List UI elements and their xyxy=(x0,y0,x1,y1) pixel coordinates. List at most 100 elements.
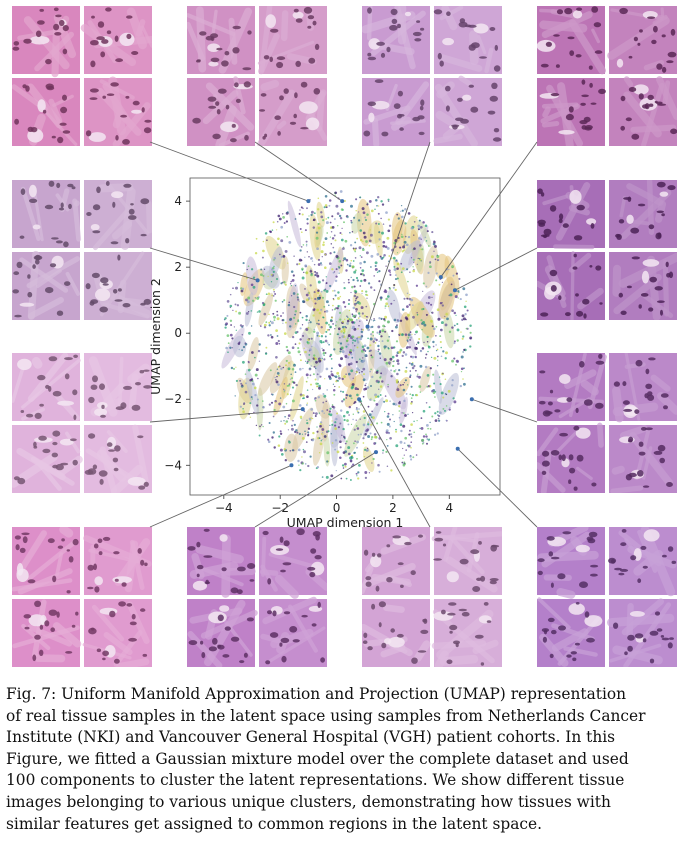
scatter-point xyxy=(328,199,332,202)
scatter-point xyxy=(439,335,442,338)
scatter-point xyxy=(355,276,359,280)
scatter-point xyxy=(426,374,430,377)
scatter-point xyxy=(432,327,436,331)
scatter-point xyxy=(293,381,296,384)
scatter-point xyxy=(409,393,412,396)
scatter-point xyxy=(400,429,403,433)
scatter-point xyxy=(462,351,464,353)
scatter-point xyxy=(369,229,371,231)
scatter-point xyxy=(247,296,251,300)
scatter-point xyxy=(343,282,345,284)
scatter-point xyxy=(435,349,438,352)
tissue-quadrant xyxy=(537,422,605,493)
scatter-point xyxy=(408,429,411,432)
scatter-point xyxy=(366,448,369,452)
scatter-point xyxy=(356,367,359,370)
scatter-point xyxy=(305,293,309,297)
scatter-point xyxy=(287,351,291,355)
scatter-point xyxy=(316,322,318,325)
leader-line xyxy=(254,451,377,528)
scatter-point xyxy=(378,269,381,273)
scatter-point xyxy=(226,300,230,303)
scatter-point xyxy=(321,279,325,282)
scatter-point xyxy=(355,311,357,313)
scatter-point xyxy=(247,265,250,267)
scatter-point xyxy=(362,274,366,277)
scatter-point xyxy=(379,376,382,379)
scatter-point xyxy=(424,357,427,359)
scatter-point xyxy=(304,350,307,354)
scatter-point xyxy=(339,350,342,353)
scatter-point xyxy=(427,350,429,353)
scatter-point xyxy=(302,300,305,303)
scatter-point xyxy=(306,360,309,363)
scatter-point xyxy=(333,218,336,220)
scatter-point xyxy=(425,433,427,436)
scatter-point xyxy=(415,284,419,287)
scatter-point xyxy=(316,308,319,312)
scatter-point xyxy=(403,297,406,300)
scatter-point xyxy=(320,308,323,311)
scatter-point xyxy=(298,464,300,466)
scatter-point xyxy=(354,387,358,391)
scatter-point xyxy=(313,291,316,294)
scatter-point xyxy=(432,293,435,295)
scatter-point xyxy=(346,419,349,422)
scatter-point xyxy=(366,346,370,350)
scatter-point xyxy=(331,423,334,426)
scatter-point xyxy=(413,234,415,236)
scatter-point xyxy=(362,423,366,427)
scatter-point xyxy=(300,395,302,397)
scatter-point xyxy=(395,259,398,261)
scatter-point xyxy=(361,207,365,211)
scatter-point xyxy=(251,299,255,303)
scatter-point xyxy=(439,340,442,344)
scatter-point xyxy=(347,337,349,340)
scatter-point xyxy=(341,335,345,338)
scatter-point xyxy=(298,342,301,345)
scatter-point xyxy=(268,421,271,425)
scatter-point xyxy=(320,341,323,344)
scatter-point xyxy=(417,224,421,228)
scatter-point xyxy=(281,319,284,322)
scatter-point xyxy=(238,311,242,315)
scatter-point xyxy=(387,347,389,349)
scatter-point xyxy=(313,365,316,368)
scatter-point xyxy=(437,417,440,420)
tissue-patch-cluster-left-2 xyxy=(12,353,152,493)
scatter-point xyxy=(411,411,414,414)
scatter-point xyxy=(294,323,297,325)
scatter-point xyxy=(310,210,314,214)
scatter-point xyxy=(280,282,283,285)
scatter-point xyxy=(403,244,406,246)
scatter-point xyxy=(231,337,234,340)
scatter-point xyxy=(402,388,406,392)
scatter-point xyxy=(404,414,407,417)
scatter-point xyxy=(323,412,325,414)
scatter-point xyxy=(372,340,376,343)
scatter-point xyxy=(325,300,329,304)
scatter-point xyxy=(322,401,325,404)
scatter-point xyxy=(330,243,333,245)
scatter-point xyxy=(302,394,305,397)
tissue-quadrant xyxy=(82,599,152,667)
scatter-point xyxy=(334,327,336,330)
scatter-point xyxy=(265,293,268,295)
scatter-point xyxy=(433,382,436,385)
scatter-point xyxy=(394,278,398,281)
scatter-point xyxy=(238,348,240,351)
scatter-point xyxy=(377,350,379,353)
caption-line: of real tissue samples in the latent spa… xyxy=(6,706,646,725)
tissue-patch-cluster-top-2 xyxy=(187,6,327,146)
scatter-point xyxy=(291,377,294,380)
gmm-component-ellipse xyxy=(352,292,371,320)
scatter-point xyxy=(291,399,295,403)
scatter-point xyxy=(358,464,361,467)
scatter-point xyxy=(321,428,325,431)
scatter-point xyxy=(388,418,392,421)
scatter-point xyxy=(368,239,372,243)
scatter-point xyxy=(323,289,326,292)
tissue-quadrant xyxy=(84,251,152,320)
scatter-point xyxy=(262,274,265,277)
scatter-point xyxy=(371,462,373,464)
